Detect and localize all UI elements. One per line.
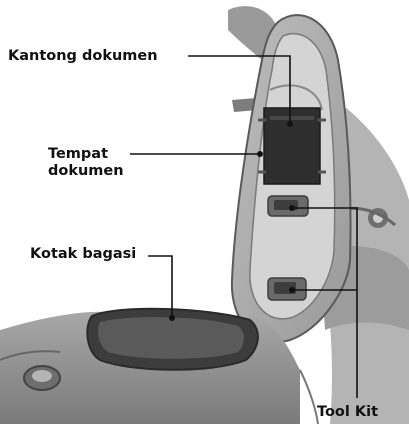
label-tempat-dokumen: Tempat dokumen bbox=[48, 146, 124, 180]
label-tool-kit: Tool Kit bbox=[317, 404, 378, 421]
luggage-box bbox=[0, 309, 318, 424]
label-kotak-bagasi: Kotak bagasi bbox=[30, 246, 136, 263]
label-tempat-dokumen-line1: Tempat bbox=[48, 146, 124, 163]
document-pouch bbox=[258, 108, 326, 184]
label-tempat-dokumen-line2: dokumen bbox=[48, 163, 124, 180]
label-kantong-dokumen: Kantong dokumen bbox=[8, 48, 158, 65]
